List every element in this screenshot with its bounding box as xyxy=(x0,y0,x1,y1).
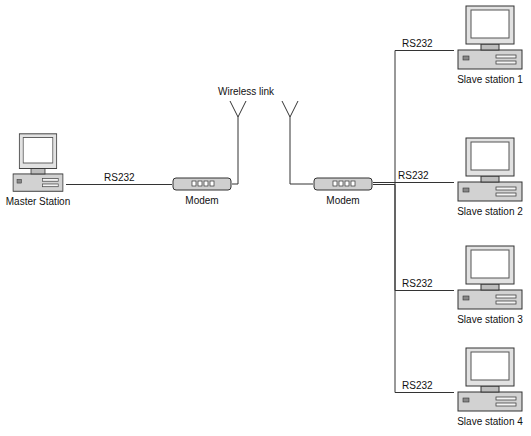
drive-slot xyxy=(496,295,516,298)
screen xyxy=(471,10,509,38)
monitor-stand xyxy=(481,284,499,290)
computer-node: Master Station xyxy=(5,132,72,208)
screen xyxy=(471,142,509,170)
rs232-cable xyxy=(373,185,454,393)
power-button xyxy=(463,296,469,300)
right-antenna xyxy=(282,101,313,184)
computer-icon xyxy=(10,132,66,194)
station-label: Master Station xyxy=(5,196,72,208)
power-button xyxy=(463,56,469,60)
screen xyxy=(471,352,509,380)
monitor xyxy=(19,134,56,169)
computer-node: Slave station 4 xyxy=(454,346,526,428)
computer-icon xyxy=(454,136,526,204)
computer-case xyxy=(458,182,522,201)
power-button xyxy=(463,398,469,402)
modem-light xyxy=(198,181,202,186)
monitor xyxy=(466,6,514,44)
drive-slot xyxy=(496,61,516,64)
power-button xyxy=(17,179,22,183)
computer-node: Slave station 1 xyxy=(454,4,526,86)
drive-slot xyxy=(496,193,516,196)
cable-label: RS232 xyxy=(401,380,434,391)
drive-slot xyxy=(496,397,516,400)
rs232-cable xyxy=(373,51,454,185)
monitor xyxy=(466,348,514,386)
computer-icon xyxy=(454,346,526,414)
cable-label: RS232 xyxy=(397,170,430,181)
station-label: Modem xyxy=(172,195,232,207)
link-label: Wireless link xyxy=(218,86,274,98)
computer-icon xyxy=(454,244,526,312)
left-antenna xyxy=(230,101,246,184)
cable-label: RS232 xyxy=(401,38,434,49)
modem-light xyxy=(339,181,343,186)
modem-node: Modem xyxy=(313,176,373,207)
station-label: Slave station 3 xyxy=(454,314,526,326)
station-label: Slave station 4 xyxy=(454,416,526,428)
screen xyxy=(471,250,509,278)
drive-slot xyxy=(496,301,516,304)
monitor-stand xyxy=(481,44,499,50)
drive-slot xyxy=(43,179,59,182)
computer-case xyxy=(458,50,522,69)
modem-light xyxy=(210,181,214,186)
drive-slot xyxy=(43,184,59,187)
computer-case xyxy=(458,392,522,411)
computer-case xyxy=(458,290,522,309)
computer-case xyxy=(13,174,63,191)
monitor-stand xyxy=(481,386,499,392)
rs232-cable xyxy=(373,185,454,291)
modem-light xyxy=(333,181,337,186)
computer-node: Slave station 2 xyxy=(454,136,526,218)
modem-light xyxy=(351,181,355,186)
monitor xyxy=(466,246,514,284)
modem-body xyxy=(173,178,231,190)
modem-icon xyxy=(313,176,373,192)
station-label: Slave station 1 xyxy=(454,74,526,86)
rs232-cable xyxy=(373,182,454,183)
screen xyxy=(23,137,53,163)
monitor-stand xyxy=(31,168,45,173)
station-label: Modem xyxy=(313,195,373,207)
drive-slot xyxy=(496,403,516,406)
modem-node: Modem xyxy=(172,176,232,207)
monitor xyxy=(466,138,514,176)
computer-node: Slave station 3 xyxy=(454,244,526,326)
modem-light xyxy=(204,181,208,186)
computer-icon xyxy=(454,4,526,72)
cable-label: RS232 xyxy=(401,278,434,289)
rs232-cable xyxy=(66,184,172,185)
station-label: Slave station 2 xyxy=(454,206,526,218)
modem-light xyxy=(345,181,349,186)
monitor-stand xyxy=(481,176,499,182)
modem-body xyxy=(314,178,372,190)
modem-icon xyxy=(172,176,232,192)
cable-label: RS232 xyxy=(103,172,136,183)
modem-light xyxy=(192,181,196,186)
drive-slot xyxy=(496,187,516,190)
drive-slot xyxy=(496,55,516,58)
power-button xyxy=(463,188,469,192)
